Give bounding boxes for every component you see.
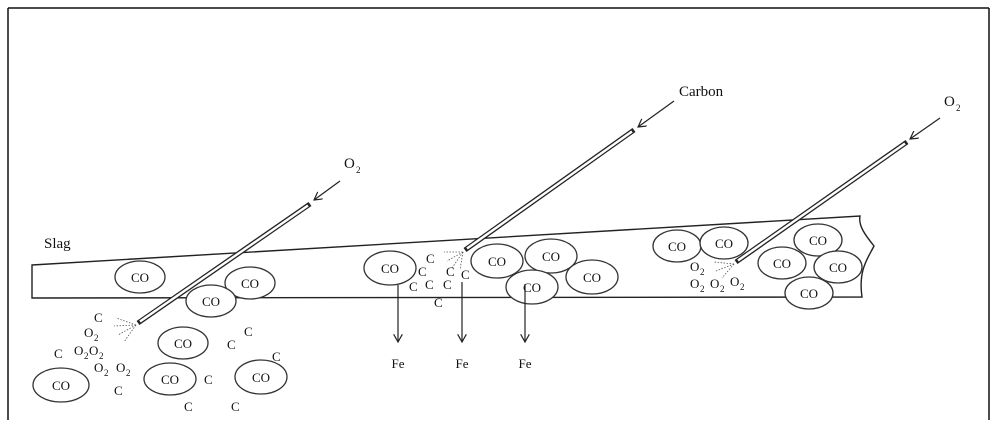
svg-text:CO: CO	[668, 239, 686, 254]
svg-text:CO: CO	[52, 378, 70, 393]
co-bubble: CO	[157, 326, 209, 360]
svg-text:CO: CO	[488, 254, 506, 269]
svg-text:2: 2	[356, 165, 361, 175]
svg-text:C: C	[231, 399, 240, 414]
carbon-lance: Carbon	[463, 84, 724, 253]
carbon-particles-left: C C C C C C C C C	[54, 310, 281, 414]
svg-text:C: C	[54, 346, 63, 361]
fe-drop-3: Fe	[519, 284, 532, 371]
fe-drop-1: Fe	[392, 285, 405, 371]
svg-text:CO: CO	[202, 294, 220, 309]
co-bubble: CO	[470, 243, 524, 279]
svg-text:2: 2	[700, 267, 705, 277]
svg-text:C: C	[426, 251, 435, 266]
svg-text:CO: CO	[174, 336, 192, 351]
svg-text:2: 2	[84, 351, 89, 361]
svg-text:CO: CO	[523, 280, 541, 295]
co-bubble: CO	[757, 246, 807, 280]
svg-text:CO: CO	[241, 276, 259, 291]
spray-right	[713, 261, 735, 279]
svg-text:CO: CO	[583, 270, 601, 285]
slag-label: Slag	[44, 236, 71, 252]
fe-label: Fe	[392, 356, 405, 371]
svg-text:O: O	[710, 276, 719, 291]
svg-text:O: O	[89, 343, 98, 358]
co-bubble: CO	[114, 260, 166, 294]
slag-layer	[31, 215, 875, 299]
svg-text:C: C	[409, 279, 418, 294]
spray-middle	[444, 251, 464, 271]
co-bubble: CO	[363, 250, 417, 286]
svg-text:C: C	[418, 264, 427, 279]
svg-text:CO: CO	[715, 236, 733, 251]
co-bubble: CO	[143, 362, 197, 396]
svg-text:C: C	[461, 267, 470, 282]
co-bubble: CO	[524, 238, 578, 274]
svg-text:C: C	[443, 277, 452, 292]
svg-text:2: 2	[94, 333, 99, 343]
svg-text:O: O	[690, 276, 699, 291]
svg-text:C: C	[425, 277, 434, 292]
svg-text:O: O	[690, 259, 699, 274]
svg-text:C: C	[272, 349, 281, 364]
svg-text:C: C	[94, 310, 103, 325]
fe-label: Fe	[456, 356, 469, 371]
svg-text:O: O	[94, 360, 103, 375]
svg-text:CO: CO	[800, 286, 818, 301]
oxygen-lance-right: O 2	[734, 94, 961, 265]
svg-text:O: O	[74, 343, 83, 358]
svg-text:2: 2	[700, 284, 705, 294]
svg-text:C: C	[227, 337, 236, 352]
svg-text:CO: CO	[161, 372, 179, 387]
co-bubble: CO	[565, 259, 619, 295]
spray-left	[113, 317, 137, 343]
svg-text:O: O	[730, 274, 739, 289]
svg-text:O: O	[84, 325, 93, 340]
co-bubble: CO	[784, 276, 834, 310]
svg-text:C: C	[204, 372, 213, 387]
fe-drop-2: Fe	[456, 282, 469, 371]
svg-text:2: 2	[956, 103, 961, 113]
svg-text:C: C	[434, 295, 443, 310]
svg-text:2: 2	[740, 282, 745, 292]
svg-text:CO: CO	[381, 261, 399, 276]
co-bubble: CO	[185, 284, 237, 318]
svg-text:CO: CO	[131, 270, 149, 285]
svg-text:C: C	[244, 324, 253, 339]
svg-text:CO: CO	[252, 370, 270, 385]
oxygen-lance-left: O 2	[136, 156, 361, 326]
co-bubble: CO	[32, 367, 90, 403]
svg-text:2: 2	[126, 368, 131, 378]
svg-text:CO: CO	[773, 256, 791, 271]
co-bubble: CO	[813, 250, 863, 284]
o2-left-label: O	[344, 156, 355, 172]
co-bubble: CO	[224, 266, 276, 300]
svg-text:C: C	[446, 264, 455, 279]
svg-text:2: 2	[720, 284, 725, 294]
svg-text:CO: CO	[809, 233, 827, 248]
co-bubble: CO	[793, 223, 843, 257]
svg-text:2: 2	[99, 351, 104, 361]
co-bubble: CO	[699, 226, 749, 260]
svg-text:2: 2	[104, 368, 109, 378]
co-bubble: CO	[505, 269, 559, 305]
svg-text:CO: CO	[829, 260, 847, 275]
fe-label: Fe	[519, 356, 532, 371]
svg-text:C: C	[184, 399, 193, 414]
svg-text:CO: CO	[542, 249, 560, 264]
o2-right-label: O	[944, 94, 955, 110]
svg-text:O: O	[116, 360, 125, 375]
svg-text:C: C	[114, 383, 123, 398]
carbon-particles-middle: C C C C C C C C	[409, 251, 470, 310]
carbon-label: Carbon	[679, 84, 724, 100]
co-bubble: CO	[234, 359, 288, 395]
co-bubble: CO	[652, 229, 702, 263]
